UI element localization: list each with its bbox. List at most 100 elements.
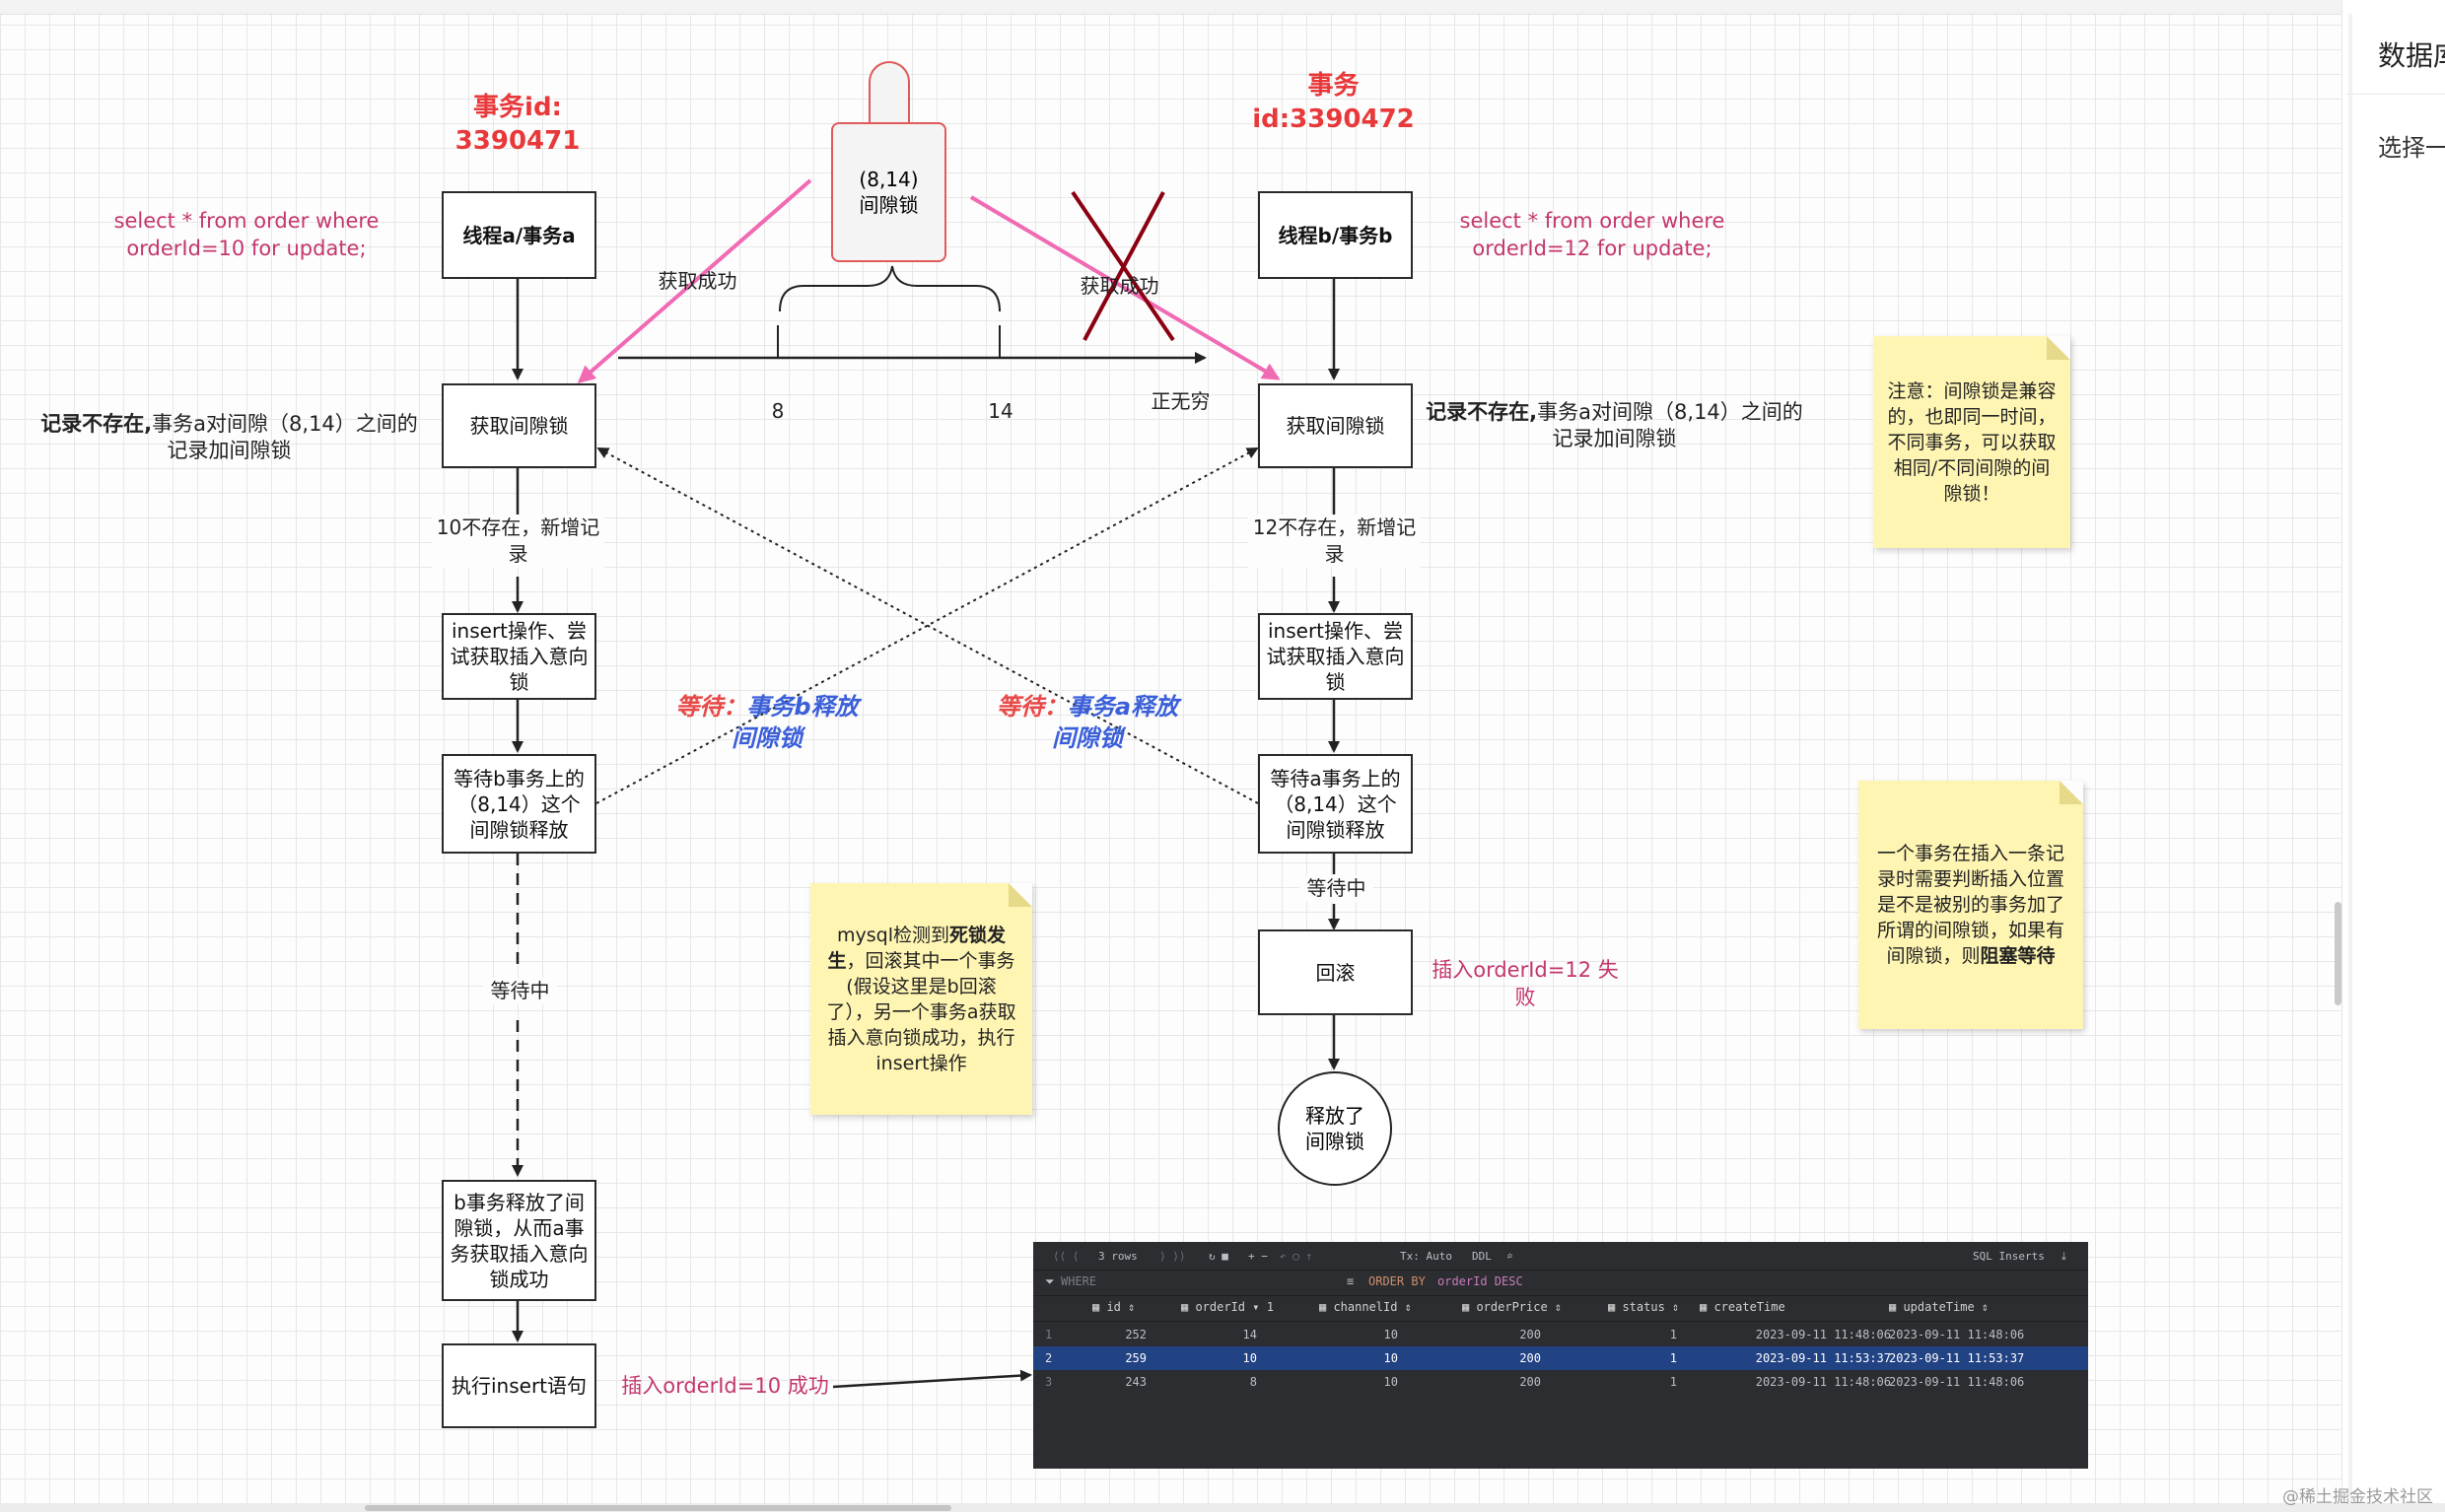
gap-note-b: 记录不存在,事务a对间隙（8,14）之间的记录加间隙锁	[1420, 399, 1809, 452]
gap-note-b-bold: 记录不存在,	[1426, 400, 1538, 424]
release-circle[interactable]: 释放了间隙锁	[1278, 1071, 1392, 1186]
insert-a-box[interactable]: insert操作、尝试获取插入意向锁	[442, 613, 596, 700]
table-cell[interactable]: 2023-09-11 11:53:37	[1755, 1351, 1891, 1365]
table-cell[interactable]: 2023-09-11 11:48:06	[1889, 1328, 2025, 1341]
wait-b-value: 事务a释放间隙锁	[1052, 693, 1179, 752]
watermark: @稀土掘金技术社区	[2282, 1487, 2433, 1507]
vertical-scrollbar[interactable]	[2335, 902, 2341, 1005]
table-cell[interactable]: 200	[1519, 1375, 1541, 1389]
exec-insert-box[interactable]: 执行insert语句	[442, 1343, 596, 1428]
table-cell[interactable]: 2023-09-11 11:48:06	[1889, 1375, 2025, 1389]
db-order-value[interactable]: orderId DESC	[1437, 1274, 1523, 1288]
lock-arrow-b	[969, 195, 1281, 380]
tick-14-label: 14	[988, 399, 1013, 423]
db-col-updatetime[interactable]: ▦ updateTime ⇕	[1889, 1300, 1990, 1314]
db-header-row: ▦ id ⇕ ▦ orderId ▾ 1 ▦ channelId ⇕ ▦ ord…	[1033, 1295, 2088, 1322]
table-cell[interactable]: 1	[1669, 1375, 1677, 1389]
waiting-b-label: 等待中	[1299, 875, 1373, 902]
db-where-input[interactable]: WHERE	[1061, 1274, 1097, 1288]
table-cell[interactable]: 259	[1125, 1351, 1147, 1365]
table-cell[interactable]: 10	[1242, 1351, 1257, 1365]
deadlock-note[interactable]: mysql检测到死锁发生，回滚其中一个事务(假设这里是b回滚了），另一个事务a获…	[810, 883, 1032, 1115]
wait-arrow-a	[595, 447, 1259, 804]
db-col-status[interactable]: ▦ status ⇕	[1608, 1300, 1680, 1314]
row-number[interactable]: 1	[1045, 1328, 1053, 1341]
table-cell[interactable]: 10	[1383, 1328, 1398, 1341]
db-order-icon: ≡	[1347, 1274, 1355, 1288]
infinity-label: 正无穷	[1151, 389, 1211, 413]
db-order-keyword[interactable]: ORDER BY	[1368, 1274, 1426, 1288]
db-col-id[interactable]: ▦ id ⇕	[1092, 1300, 1136, 1314]
tick-8-label: 8	[771, 399, 785, 423]
row-number[interactable]: 2	[1045, 1351, 1053, 1365]
wait-a-box[interactable]: 等待b事务上的（8,14）这个间隙锁释放	[442, 754, 596, 854]
gap-note-b-text: 事务a对间隙（8,14）之间的记录加间隙锁	[1537, 400, 1803, 450]
db-sql-inserts[interactable]: SQL Inserts	[1973, 1250, 2045, 1263]
right-panel-separator[interactable]	[2348, 14, 2352, 1502]
table-cell[interactable]: 1	[1669, 1351, 1677, 1365]
txn-a-title: 事务id: 3390471	[454, 93, 581, 156]
gap-compat-note-text: 注意：间隙锁是兼容的，也即同一时间，不同事务，可以获取相同/不同间隙的间隙锁！	[1887, 379, 2057, 505]
txn-a-sql: select * from order where orderId=10 for…	[113, 209, 380, 260]
table-cell[interactable]: 200	[1519, 1328, 1541, 1341]
db-search-icon[interactable]: ⌕	[1506, 1250, 1513, 1263]
db-col-orderprice[interactable]: ▦ orderPrice ⇕	[1462, 1300, 1563, 1314]
table-cell[interactable]: 200	[1519, 1351, 1541, 1365]
table-cell[interactable]: 243	[1125, 1375, 1147, 1389]
result-arrow	[832, 1369, 1032, 1389]
db-add-row-icon[interactable]: + −	[1248, 1250, 1268, 1263]
db-ddl-button[interactable]: DDL	[1472, 1250, 1492, 1263]
wait-b-key: 等待：	[996, 693, 1068, 721]
table-cell[interactable]: 1	[1669, 1328, 1677, 1341]
db-nav-icons[interactable]: ⟨⟨ ⟨	[1053, 1250, 1080, 1263]
top-toolbar	[0, 0, 2445, 15]
table-cell[interactable]: 2023-09-11 11:48:06	[1755, 1375, 1891, 1389]
gap-note-a-bold: 记录不存在,	[40, 412, 153, 436]
query-result-table[interactable]: ⟨⟨ ⟨ 3 rows ⟩ ⟩⟩ ↻ ■ + − ↶ ◯ ↑ Tx: Auto …	[1033, 1242, 2088, 1469]
txn-b-sql: select * from order where orderId=12 for…	[1459, 209, 1725, 260]
insert-b-box[interactable]: insert操作、尝试获取插入意向锁	[1258, 613, 1413, 700]
db-col-channelid[interactable]: ▦ channelId ⇕	[1319, 1300, 1412, 1314]
insert-intent-note[interactable]: 一个事务在插入一条记录时需要判断插入位置是不是被别的事务加了所谓的间隙锁，如果有…	[1858, 781, 2083, 1029]
insert-success-label: 插入orderId=10 成功	[621, 1374, 829, 1398]
step-b-not-exist: 12不存在，新增记录	[1248, 515, 1421, 568]
gap-lock-a-box[interactable]: 获取间隙锁	[442, 383, 596, 468]
db-rows-count[interactable]: 3 rows	[1098, 1250, 1138, 1263]
db-nav-next-icons[interactable]: ⟩ ⟩⟩	[1159, 1250, 1186, 1263]
diagram-canvas[interactable]: 事务id: 3390471 事务id:3390472 select * from…	[0, 0, 2341, 1503]
db-col-orderid[interactable]: ▦ orderId ▾ 1	[1181, 1300, 1274, 1314]
gap-note-a: 记录不存在,事务a对间隙（8,14）之间的记录加间隙锁	[35, 411, 424, 464]
rollback-box[interactable]: 回滚	[1258, 929, 1413, 1015]
release-a-box[interactable]: b事务释放了间隙锁，从而a事务获取插入意向锁成功	[442, 1180, 596, 1301]
gap-compat-note[interactable]: 注意：间隙锁是兼容的，也即同一时间，不同事务，可以获取相同/不同间隙的间隙锁！	[1873, 336, 2070, 548]
txn-b-title: 事务id:3390472	[1252, 71, 1415, 134]
table-cell[interactable]: 8	[1249, 1375, 1257, 1389]
db-undo-icon[interactable]: ↶ ◯ ↑	[1280, 1250, 1313, 1263]
table-cell[interactable]: 2023-09-11 11:53:37	[1889, 1351, 2025, 1365]
db-filter-icon: ⏷	[1045, 1274, 1055, 1288]
table-cell[interactable]: 10	[1383, 1375, 1398, 1389]
gap-lock-icon: (8,14) 间隙锁	[831, 122, 946, 262]
lock-arrow-a	[577, 178, 812, 383]
horizontal-scrollbar[interactable]	[365, 1505, 951, 1511]
table-cell[interactable]: 2023-09-11 11:48:06	[1755, 1328, 1891, 1341]
wait-b-box[interactable]: 等待a事务上的（8,14）这个间隙锁释放	[1258, 754, 1413, 854]
cross-mark-2	[1083, 191, 1165, 341]
table-cell[interactable]: 14	[1242, 1328, 1257, 1341]
gap-brace	[779, 265, 1001, 312]
wait-a-value: 事务b释放间隙锁	[732, 693, 859, 752]
row-number[interactable]: 3	[1045, 1375, 1053, 1389]
gap-lock-b-box[interactable]: 获取间隙锁	[1258, 383, 1413, 468]
db-tx-mode[interactable]: Tx: Auto	[1400, 1250, 1452, 1263]
db-col-createtime[interactable]: ▦ createTime	[1700, 1300, 1785, 1314]
table-cell[interactable]: 252	[1125, 1328, 1147, 1341]
right-panel-select[interactable]: 选择一	[2378, 134, 2445, 162]
thread-b-box[interactable]: 线程b/事务b	[1258, 191, 1413, 279]
table-cell[interactable]: 10	[1383, 1351, 1398, 1365]
thread-a-box[interactable]: 线程a/事务a	[442, 191, 596, 279]
db-export-icon[interactable]: ⤓	[2061, 1250, 2066, 1263]
db-refresh-icon[interactable]: ↻ ■	[1209, 1250, 1228, 1263]
